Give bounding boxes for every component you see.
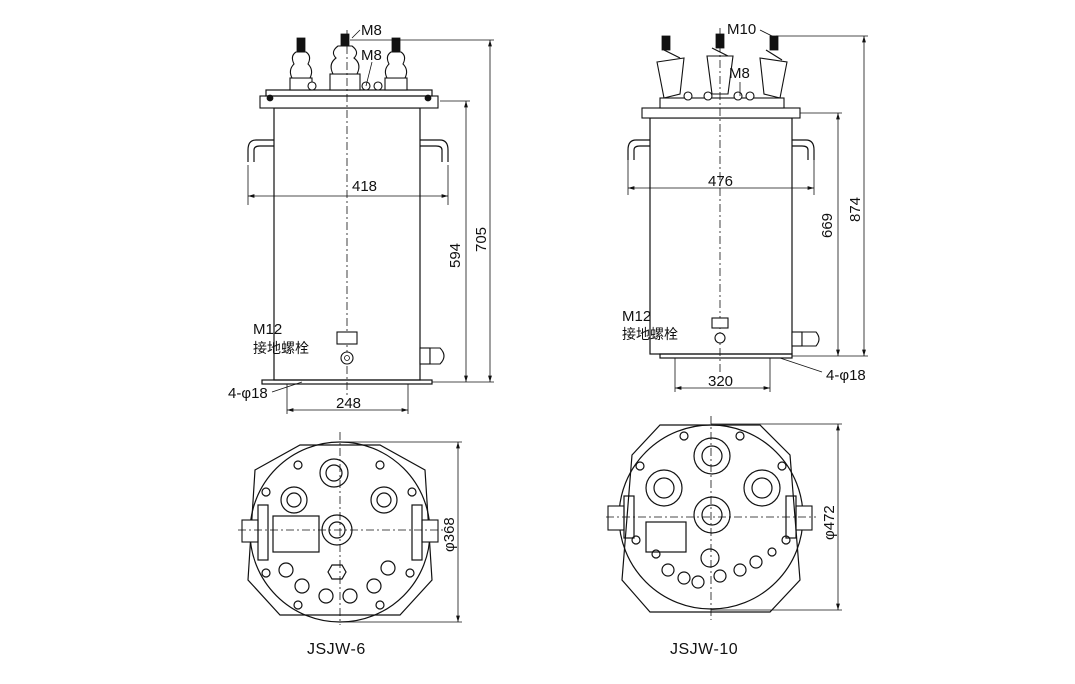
jsjw10-caption: JSJW-10 [670, 641, 738, 658]
jsjw6-front-view [247, 29, 494, 414]
jsjw6-diameter-dim: φ368 [441, 517, 458, 552]
jsjw6-width-dim: 418 [352, 178, 377, 195]
jsjw10-top-view [606, 416, 842, 620]
jsjw6-top-view [238, 432, 462, 625]
jsjw10-bolt-top-label: M10 [727, 21, 756, 38]
jsjw6-bolt-mid-label: M8 [361, 47, 382, 64]
jsjw10-diameter-dim: φ472 [821, 505, 838, 540]
jsjw6-bolt-top-label: M8 [361, 22, 382, 39]
jsjw6-total-height-dim: 705 [473, 227, 490, 252]
jsjw10-holes-label: 4-φ18 [826, 367, 866, 384]
jsjw6-holes-label: 4-φ18 [228, 385, 268, 402]
jsjw6-caption: JSJW-6 [307, 641, 366, 658]
jsjw6-tank-height-dim: 594 [447, 243, 464, 268]
jsjw6-ground-bolt-label: M12 [253, 321, 282, 338]
jsjw6-ground-label: 接地螺栓 [253, 340, 309, 357]
jsjw10-bolt-mid-label: M8 [729, 65, 750, 82]
jsjw10-base-dim: 320 [708, 373, 733, 390]
jsjw10-ground-bolt-label: M12 [622, 308, 651, 325]
jsjw10-total-height-dim: 874 [847, 197, 864, 222]
jsjw6-base-dim: 248 [336, 395, 361, 412]
jsjw10-width-dim: 476 [708, 173, 733, 190]
jsjw10-front-view [627, 28, 868, 392]
jsjw10-ground-label: 接地螺栓 [622, 326, 678, 343]
jsjw10-tank-height-dim: 669 [819, 213, 836, 238]
